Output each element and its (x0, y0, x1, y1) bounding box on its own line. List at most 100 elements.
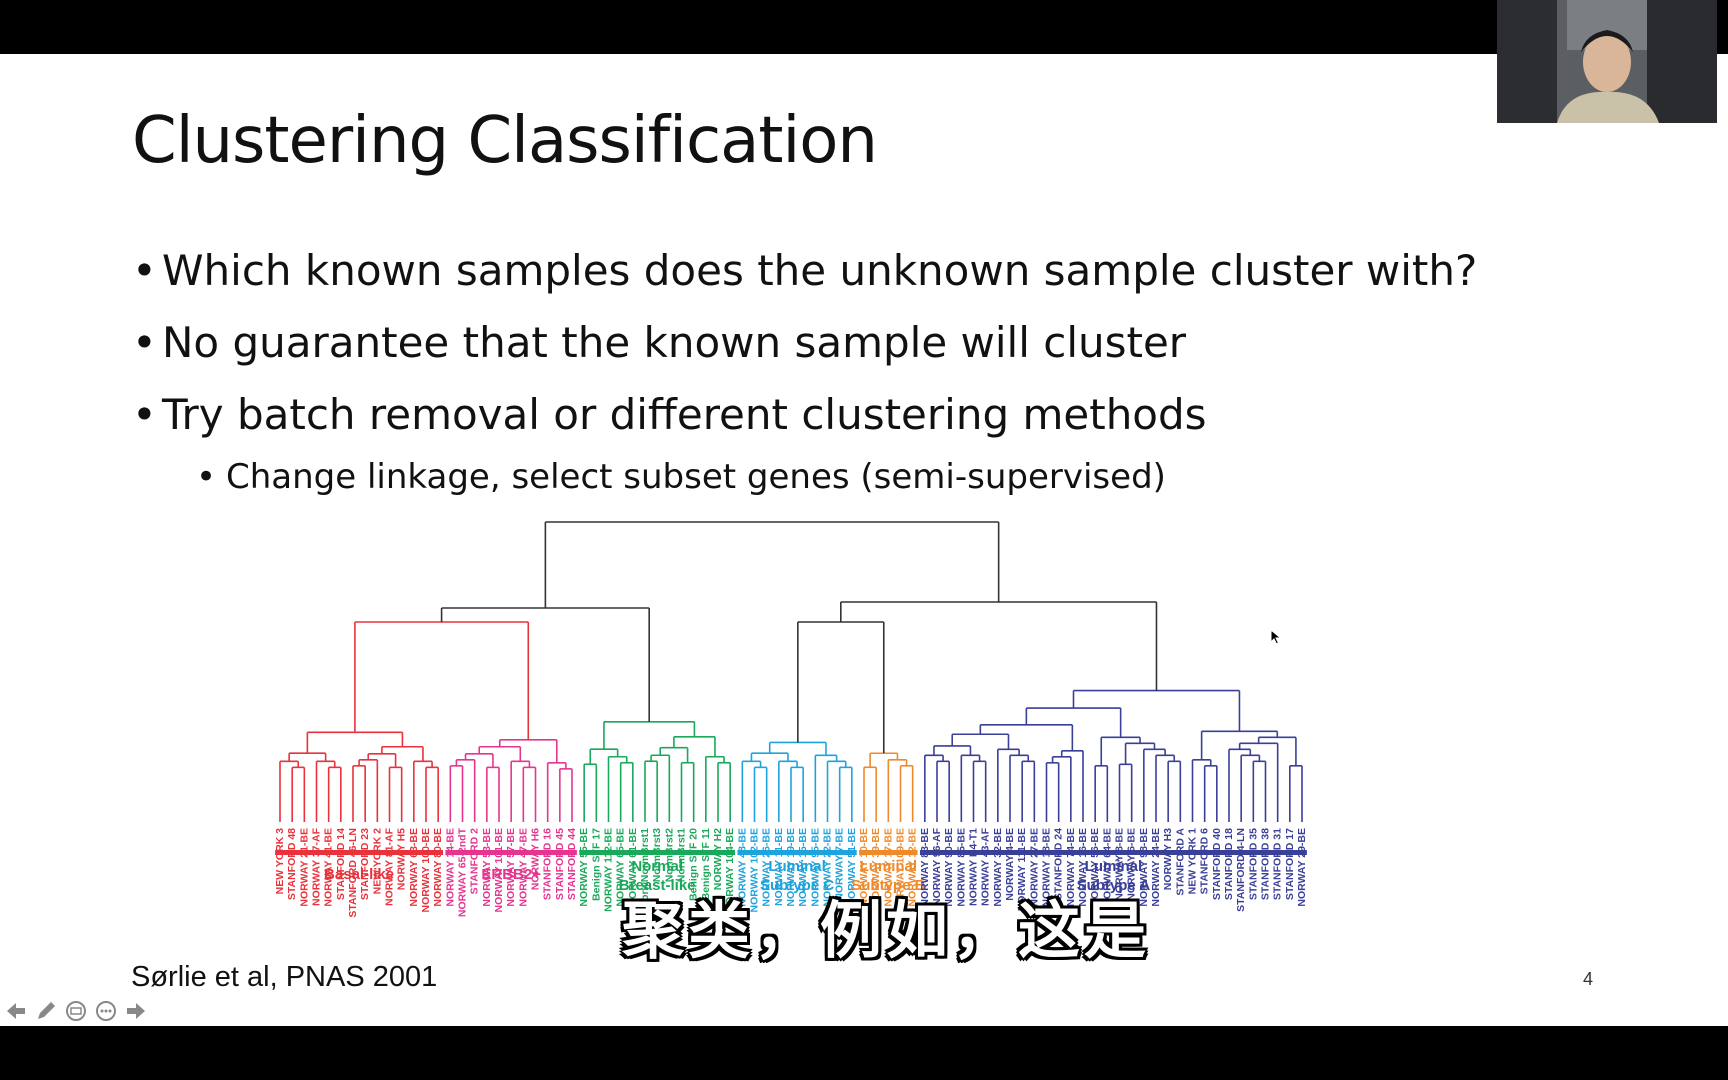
group-label: Luminal (1085, 858, 1143, 875)
sample-label: STANFORD 45 (554, 828, 566, 900)
sample-label: NORWAY 47-BE (517, 828, 529, 907)
sub-bullet-item: •Change linkage, select subset genes (se… (196, 457, 1166, 497)
sample-label: NormBrst1 (676, 828, 688, 882)
sample-label: NORWAY H3 (1162, 828, 1174, 890)
slide-title: Clustering Classification (132, 104, 878, 178)
group-label: Luminal (860, 858, 918, 875)
group-label: Subtype B (851, 877, 925, 894)
bullet-item: •Try batch removal or different clusteri… (132, 390, 1207, 439)
sample-label: NormBrst3 (651, 828, 663, 882)
sample-label: NORWAY 41-BE (323, 828, 335, 907)
next-slide-button[interactable] (124, 999, 148, 1023)
sample-label: NORWAY 83-BE (919, 828, 931, 907)
sample-label: NORWAY 16-BE (1077, 828, 1089, 907)
group-label: Subtype A (1077, 877, 1151, 894)
sample-label: NORWAY 101-BE (493, 828, 505, 912)
sample-label: NormBrst2 (663, 828, 675, 882)
sample-label: STANFORD 23 (359, 828, 371, 900)
webcam-feed-image (1497, 0, 1717, 123)
group-color-bar (445, 850, 577, 855)
sample-label: NORWAY 109-BE (895, 828, 907, 912)
citation: Sørlie et al, PNAS 2001 (131, 961, 438, 993)
sample-label: NORWAY 80-BE (432, 828, 444, 907)
sample-label: STANFORD 16 (542, 828, 554, 900)
group-color-bar (737, 850, 857, 855)
sample-label: NEW YORK 3 (274, 828, 286, 894)
sample-label: NORWAY 98-BE (1138, 828, 1150, 907)
captions-icon (66, 1001, 86, 1021)
sample-label: NORWAY 17-BE (882, 828, 894, 907)
sample-label: NORWAY 90-BE (943, 828, 955, 907)
group-color-bar (275, 850, 444, 855)
group-color-bar (859, 850, 918, 855)
sample-label: STANFORD 38 (1260, 828, 1272, 900)
sample-label: NORWAY 19-BE (785, 828, 797, 907)
sample-label: STANFORD 2 (469, 828, 481, 894)
sample-label: NORWAY 96-AF (931, 827, 943, 906)
sample-label: NORWAY 4-BE (1004, 828, 1016, 901)
bullet-item: •No guarantee that the known sample will… (132, 318, 1187, 367)
sample-label: NORWAY 63-BE (408, 828, 420, 907)
sample-label: NORWAY 95-BE (809, 828, 821, 907)
sample-label: NORWAY 32-BE (992, 828, 1004, 907)
subtitle-caption: 聚类，例如，这是 (622, 894, 1151, 967)
group-label: Subtype C (760, 877, 834, 894)
group-color-bar (579, 850, 736, 855)
sample-label: NORWAY 21-BE (298, 828, 310, 907)
arrow-right-icon (127, 1003, 145, 1019)
sample-label: NORWAY 14-BE (444, 828, 456, 907)
sample-label: NORWAY 18-BE (1041, 828, 1053, 907)
bullet-text: Try batch removal or different clusterin… (162, 390, 1207, 439)
sample-label: NORWAY 65-2ndT (457, 827, 469, 917)
bullet-item: •Which known samples does the unknown sa… (132, 246, 1478, 295)
sample-label: STANFORD A (1174, 828, 1186, 896)
top-letterbox-bar (0, 0, 1728, 54)
group-label: Luminal (768, 858, 826, 875)
mouse-cursor-icon (1270, 629, 1282, 645)
sample-label: STANFORD 46-LN (347, 828, 359, 918)
presenter-controls (4, 998, 148, 1024)
sample-label: STANFORD 14 (335, 828, 347, 900)
sample-label: NORWAY 22-BE (822, 828, 834, 907)
slide-number: 4 (1583, 969, 1594, 989)
sample-label: NORWAY H5 (396, 828, 408, 890)
presentation-slide: Clustering Classification •Which known s… (0, 54, 1728, 1026)
sample-label: NORWAY 112-BE (603, 828, 615, 912)
sample-label: NORWAY H2 (712, 828, 724, 890)
bottom-letterbox-bar (0, 1026, 1728, 1080)
sample-label: NORWAY 37-AF (311, 827, 323, 906)
sample-label: NORWAY 7-BE (834, 828, 846, 901)
sample-label: NEW YORK 2 (371, 828, 383, 894)
sample-label: STANFORD 40 (1211, 828, 1223, 900)
sample-label: NORWAY 8-BE (1114, 828, 1126, 901)
bullet-text: No guarantee that the known sample will … (162, 318, 1187, 367)
sample-label: NORWAY 27-BE (1028, 828, 1040, 907)
pen-tool-button[interactable] (34, 999, 58, 1023)
group-label: Normal (631, 858, 683, 875)
sample-label: NEW YORK 1 (1187, 828, 1199, 894)
sample-label: NORWAY 102-BE (749, 828, 761, 912)
pen-icon (38, 1002, 55, 1019)
group-label: Basal-like (324, 866, 394, 883)
sample-label: Benign STF 11 (700, 828, 712, 901)
subtitles-button[interactable] (64, 999, 88, 1023)
sample-label: STANFORD 6 (1199, 828, 1211, 894)
sample-label: STANFORD 17 (1284, 828, 1296, 900)
arrow-left-icon (7, 1003, 25, 1019)
sample-label: NORWAY 10-BE (858, 828, 870, 907)
sample-label: NorwNormBrst1 (639, 828, 651, 909)
sample-label: NORWAY 53-BE (481, 828, 493, 907)
sample-label: NORWAY 57-BE (505, 828, 517, 907)
previous-slide-button[interactable] (4, 999, 28, 1023)
presenter-webcam (1497, 0, 1717, 123)
sample-label: NORWAY 51-BE (846, 828, 858, 907)
more-options-button[interactable] (94, 999, 118, 1023)
bullet-text: Which known samples does the unknown sam… (162, 246, 1478, 295)
sample-label: NORWAY H6 (530, 828, 542, 890)
sample-label: NORWAY 39-BE (870, 828, 882, 907)
more-icon (96, 1001, 116, 1021)
sample-label: Benign STF 20 (688, 828, 700, 901)
sample-label: NORWAY 26-BE (761, 828, 773, 907)
group-label: Breast-like (619, 877, 696, 894)
